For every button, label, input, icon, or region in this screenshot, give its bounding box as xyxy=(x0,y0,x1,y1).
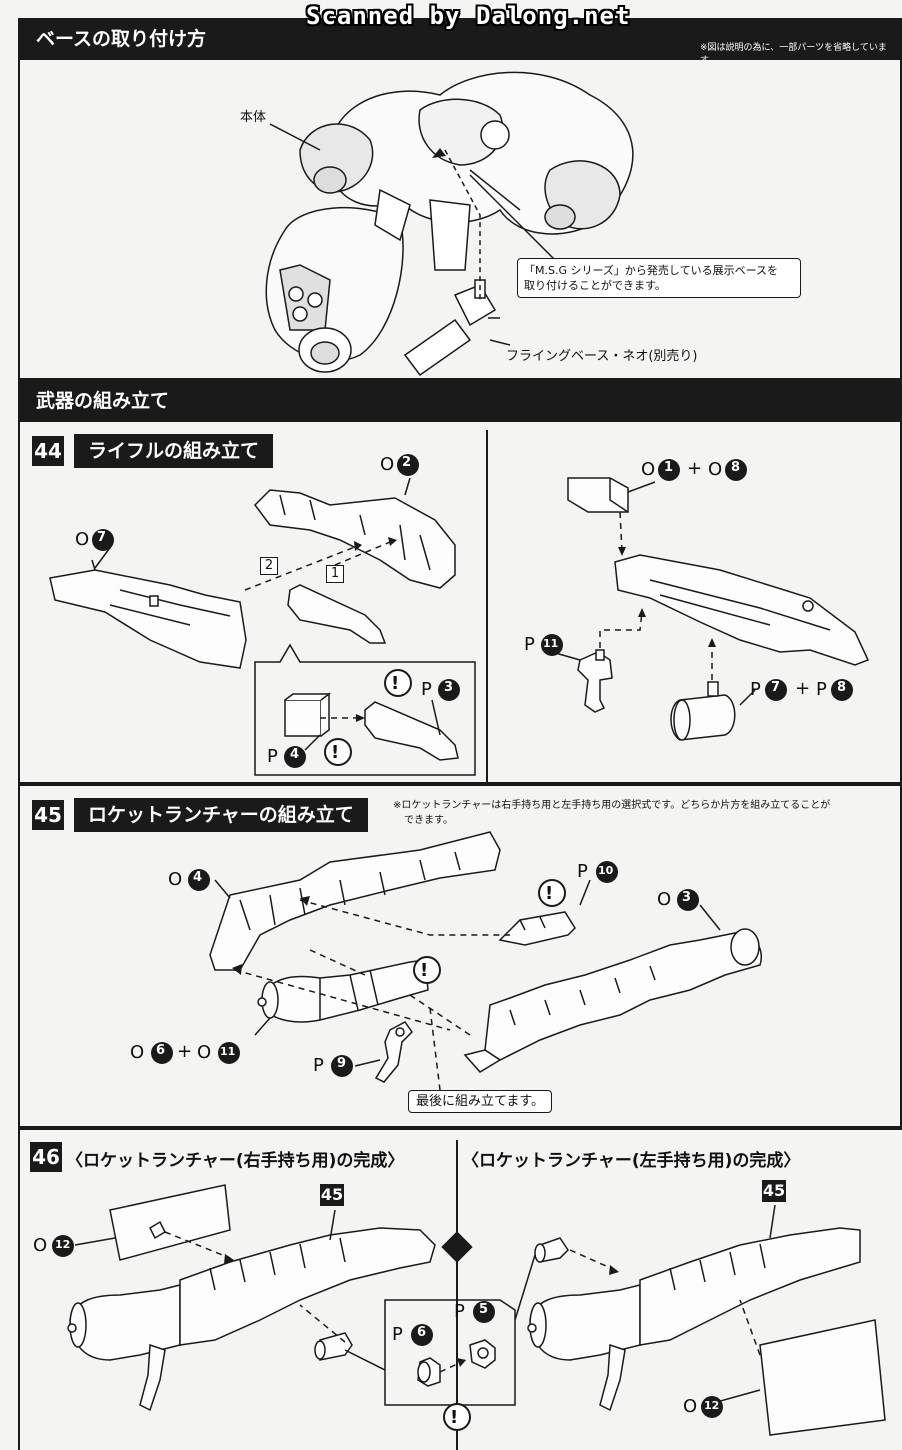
step45-label-o3: O xyxy=(657,889,672,910)
step44-label-o7: O xyxy=(75,529,90,550)
step44-num-p3: 3 xyxy=(444,680,454,695)
step45-caution-2: ! xyxy=(420,960,429,981)
step46-number: 46 xyxy=(30,1142,62,1172)
step44-label-p3: P xyxy=(421,679,432,700)
step44-label-o1: O xyxy=(641,459,656,480)
step45-label-o11: O xyxy=(197,1042,212,1063)
base-callout-line2: 取り付けることができます。 xyxy=(524,279,666,292)
step44-label-p8: P xyxy=(816,679,827,700)
step46-num-o12-right: 12 xyxy=(704,1399,720,1412)
step44-plus-1: + xyxy=(687,458,703,479)
weapon-section-title: 武器の組み立て xyxy=(36,390,170,412)
step44-label-o2: O xyxy=(380,454,395,475)
step45-label-p10: P xyxy=(577,861,588,882)
step46-num-p6: 6 xyxy=(417,1325,427,1340)
watermark: Scanned by Dalong.net xyxy=(306,2,631,30)
step44-order-2: 2 xyxy=(260,557,278,575)
base-section-title: ベースの取り付け方 xyxy=(36,28,207,50)
step45-num-o6: 6 xyxy=(156,1043,166,1058)
step46-divider xyxy=(456,1140,458,1450)
step45-number: 45 xyxy=(32,800,64,830)
base-callout-line1: 「M.S.G シリーズ」から発売している展示ベースを xyxy=(524,264,779,277)
step46-num-o12-left: 12 xyxy=(55,1238,71,1251)
step45-num-p9: 9 xyxy=(337,1056,347,1071)
step46-ref-45-right: 45 xyxy=(762,1180,786,1202)
step44-caution-2: ! xyxy=(331,742,340,763)
step46-title-left: 〈ロケットランチャー(左手持ち用)の完成〉 xyxy=(462,1151,801,1171)
step45-callout: 最後に組み立てます。 xyxy=(408,1090,553,1113)
step44-label-p7: P xyxy=(750,679,761,700)
step45-note-line2: できます。 xyxy=(404,815,453,826)
step45-note-line1: ※ロケットランチャーは右手持ち用と左手持ち用の選択式です。どちらか片方を組み立て… xyxy=(393,800,831,811)
step46-caution: ! xyxy=(450,1407,459,1428)
label-flying-base: フライングベース・ネオ(別売り) xyxy=(506,349,698,364)
step45-plus: + xyxy=(177,1041,193,1062)
step44-num-o2: 2 xyxy=(402,455,412,470)
step44-frame xyxy=(18,422,902,784)
step44-num-p7: 7 xyxy=(771,680,781,695)
step45-illustration xyxy=(151,831,762,1091)
step44-illustration xyxy=(49,454,870,776)
step44-num-o1: 1 xyxy=(664,460,674,475)
step44-plus-2: + xyxy=(795,678,811,699)
step46-title-right: 〈ロケットランチャー(右手持ち用)の完成〉 xyxy=(66,1151,405,1171)
step46-label-p6: P xyxy=(392,1324,403,1345)
step44-num-o7: 7 xyxy=(97,530,107,545)
label-body: 本体 xyxy=(240,110,267,125)
base-callout: 「M.S.G シリーズ」から発売している展示ベースを 取り付けることができます。 xyxy=(517,258,801,298)
step44-num-p4: 4 xyxy=(290,747,300,762)
base-section-note: ※図は説明の為に、一部パーツを省略しています。 xyxy=(700,43,887,66)
step44-label-p11: P xyxy=(524,634,535,655)
step44-num-o8: 8 xyxy=(731,460,741,475)
step45-label-o4: O xyxy=(168,869,183,890)
step46-label-o12-left: O xyxy=(33,1235,48,1256)
step46-label-p5: P xyxy=(454,1301,465,1322)
base-section-frame xyxy=(18,60,902,380)
step45-num-o3: 3 xyxy=(682,890,692,905)
step45-num-o4: 4 xyxy=(193,870,203,885)
step45-caution-1: ! xyxy=(545,883,554,904)
step44-label-o8: O xyxy=(708,459,723,480)
step46-ref-45-left: 45 xyxy=(320,1184,344,1206)
step45-label-o6: O xyxy=(130,1042,145,1063)
step44-divider xyxy=(486,430,488,784)
step45-title: ロケットランチャーの組み立て xyxy=(74,798,368,832)
step46-label-o12-right: O xyxy=(683,1396,698,1417)
step44-order-1: 1 xyxy=(326,565,344,583)
step44-num-p8: 8 xyxy=(837,680,847,695)
weapon-section-header: 武器の組み立て xyxy=(18,380,902,422)
base-section-header: ベースの取り付け方 xyxy=(18,18,902,60)
step45-num-o11: 11 xyxy=(220,1045,236,1058)
step44-caution-1: ! xyxy=(391,673,400,694)
step44-number: 44 xyxy=(32,436,64,466)
step44-num-p11: 11 xyxy=(543,637,559,650)
step45-frame xyxy=(18,784,902,1128)
base-illustration xyxy=(265,71,634,377)
step45-num-p10: 10 xyxy=(598,864,614,877)
step46-left-rule xyxy=(18,1128,20,1450)
step44-label-p4: P xyxy=(267,746,278,767)
step44-title: ライフルの組み立て xyxy=(74,434,274,468)
step45-label-p9: P xyxy=(313,1055,324,1076)
step46-top-rule xyxy=(18,1128,902,1130)
step46-num-p5: 5 xyxy=(479,1302,489,1317)
